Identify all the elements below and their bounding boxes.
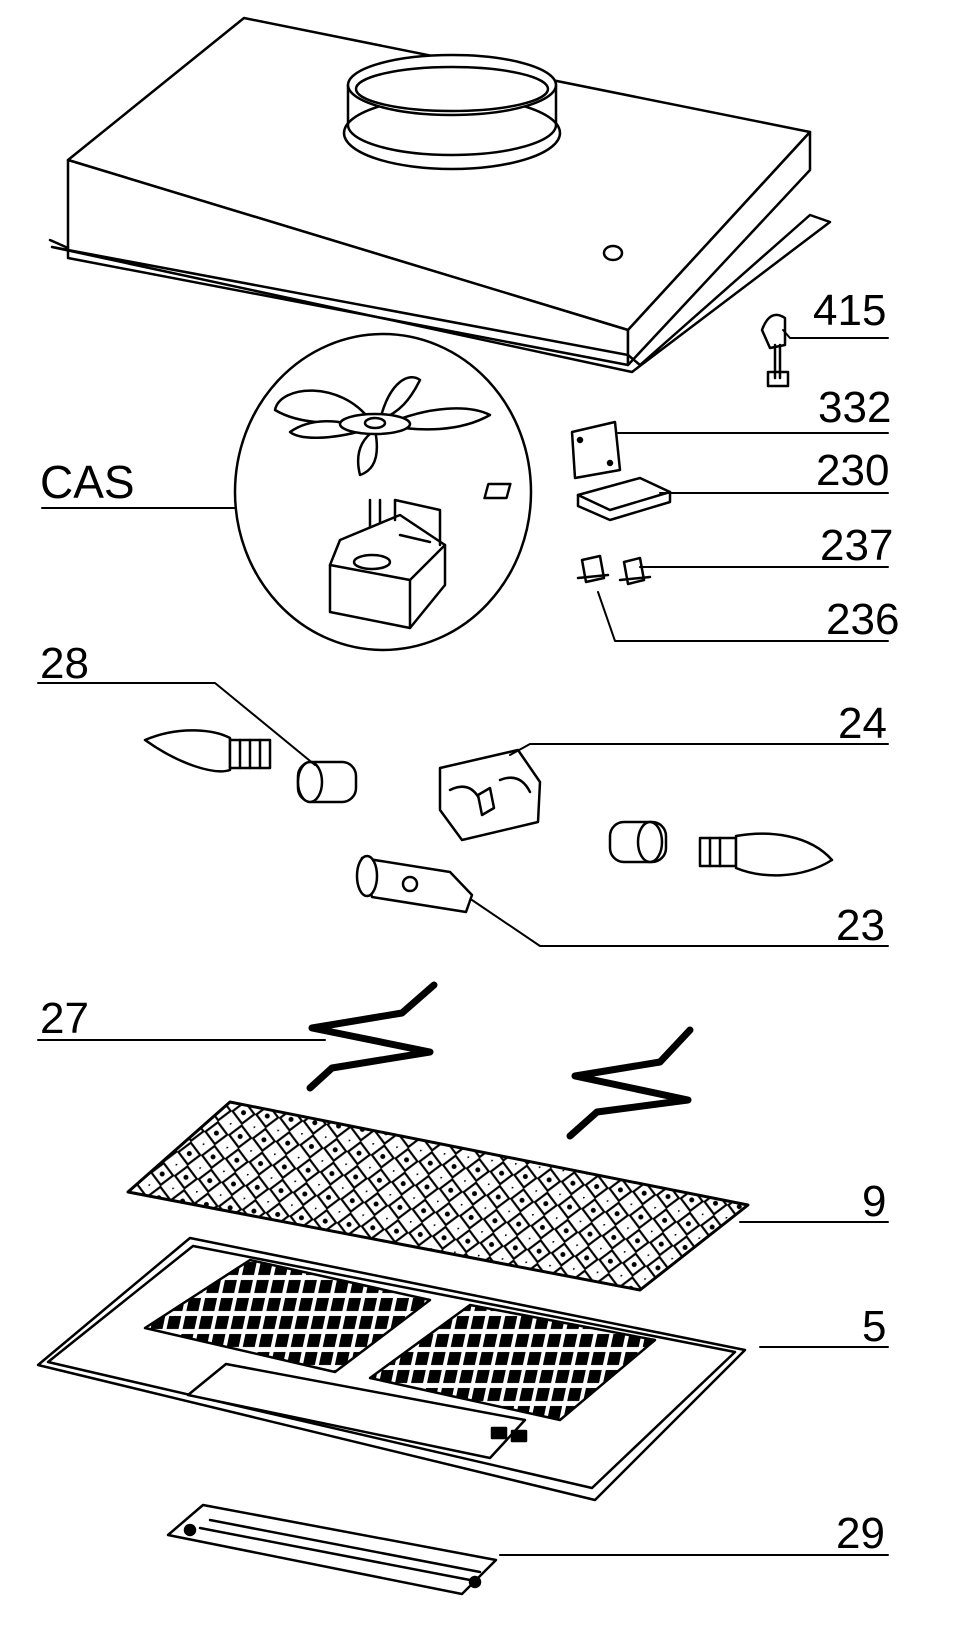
part-27-springs <box>306 981 694 1140</box>
part-23-lamp-cover <box>355 854 474 914</box>
label-23: 23 <box>836 901 885 950</box>
leader-lines <box>37 329 889 1556</box>
lamp-right <box>698 832 834 877</box>
label-237: 237 <box>820 521 893 570</box>
part-5-grille-frame <box>36 1236 747 1502</box>
label-28: 28 <box>40 639 89 688</box>
part-9-filter-mesh <box>126 1100 750 1292</box>
part-236-237-clips <box>576 554 652 586</box>
part-415-clip <box>760 313 790 388</box>
label-24: 24 <box>838 699 887 748</box>
label-5: 5 <box>862 1302 886 1351</box>
part-28-lamp-socket-left <box>296 760 358 804</box>
label-cas: CAS <box>40 456 135 508</box>
lamp-socket-right <box>608 820 668 864</box>
fan-motor-inset <box>233 332 533 652</box>
label-415: 415 <box>813 286 886 335</box>
part-24-lamp-holder <box>438 748 542 842</box>
label-332: 332 <box>818 383 891 432</box>
lamp-left <box>143 729 272 773</box>
part-332-plate <box>570 420 622 480</box>
labels: 415 332 230 237 236 CAS 28 24 23 27 9 5 … <box>40 286 899 1558</box>
hood-housing <box>48 16 832 374</box>
label-27: 27 <box>40 994 89 1043</box>
label-230: 230 <box>816 446 889 495</box>
label-236: 236 <box>826 595 899 644</box>
label-29: 29 <box>836 1509 885 1558</box>
label-9: 9 <box>862 1177 886 1226</box>
part-29-handle-strip <box>166 1503 498 1596</box>
